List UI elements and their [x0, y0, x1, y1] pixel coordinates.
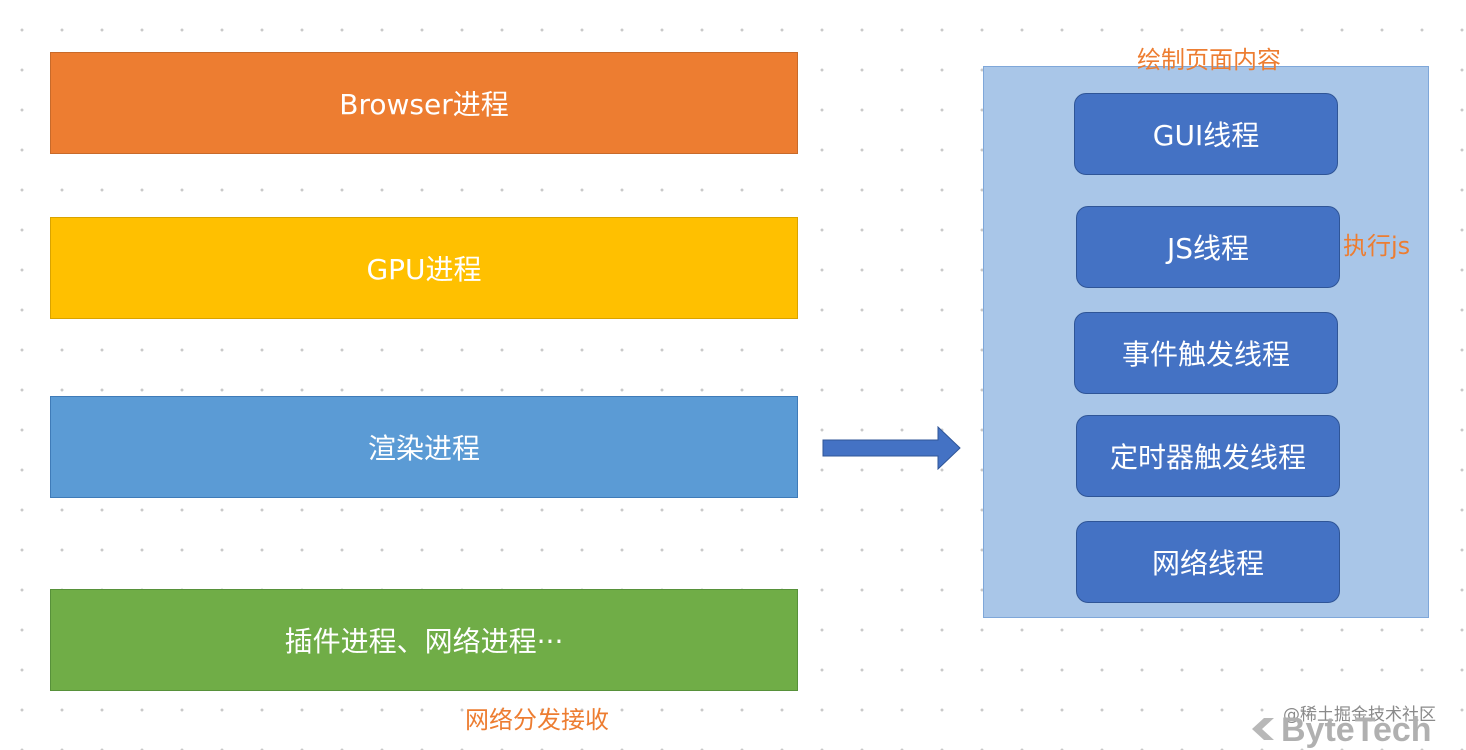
network-annotation: 网络分发接收 — [465, 706, 609, 734]
bytetech-logo-icon — [1252, 718, 1274, 740]
right-arrow-icon — [822, 426, 961, 470]
gpu-process-box: GPU进程 — [50, 217, 798, 319]
event-trigger-thread-box: 事件触发线程 — [1074, 312, 1338, 394]
event-trigger-thread-label: 事件触发线程 — [1121, 338, 1290, 371]
js-thread-box: JS线程 — [1076, 206, 1340, 288]
brand-logo-text: ByteTech — [1281, 711, 1432, 749]
timer-trigger-thread-box: 定时器触发线程 — [1076, 415, 1340, 497]
network-thread-label: 网络线程 — [1151, 547, 1264, 580]
timer-trigger-thread-label: 定时器触发线程 — [1109, 441, 1306, 474]
js-thread-label: JS线程 — [1166, 232, 1250, 265]
plugin-network-process-box: 插件进程、网络进程··· — [50, 589, 798, 691]
gui-thread-box: GUI线程 — [1074, 93, 1338, 175]
renderer-process-label: 渲染进程 — [367, 432, 480, 465]
source-watermark: @稀土掘金技术社区 — [1283, 705, 1436, 725]
browser-process-box: Browser进程 — [50, 52, 798, 154]
gui-thread-label: GUI线程 — [1152, 119, 1260, 152]
renderer-process-box: 渲染进程 — [50, 396, 798, 498]
browser-process-label: Browser进程 — [339, 88, 509, 121]
network-thread-box: 网络线程 — [1076, 521, 1340, 603]
js-annotation: 执行js — [1343, 232, 1411, 260]
gpu-process-label: GPU进程 — [366, 253, 482, 286]
paint-annotation: 绘制页面内容 — [1137, 46, 1281, 74]
plugin-network-process-label: 插件进程、网络进程··· — [284, 625, 564, 658]
